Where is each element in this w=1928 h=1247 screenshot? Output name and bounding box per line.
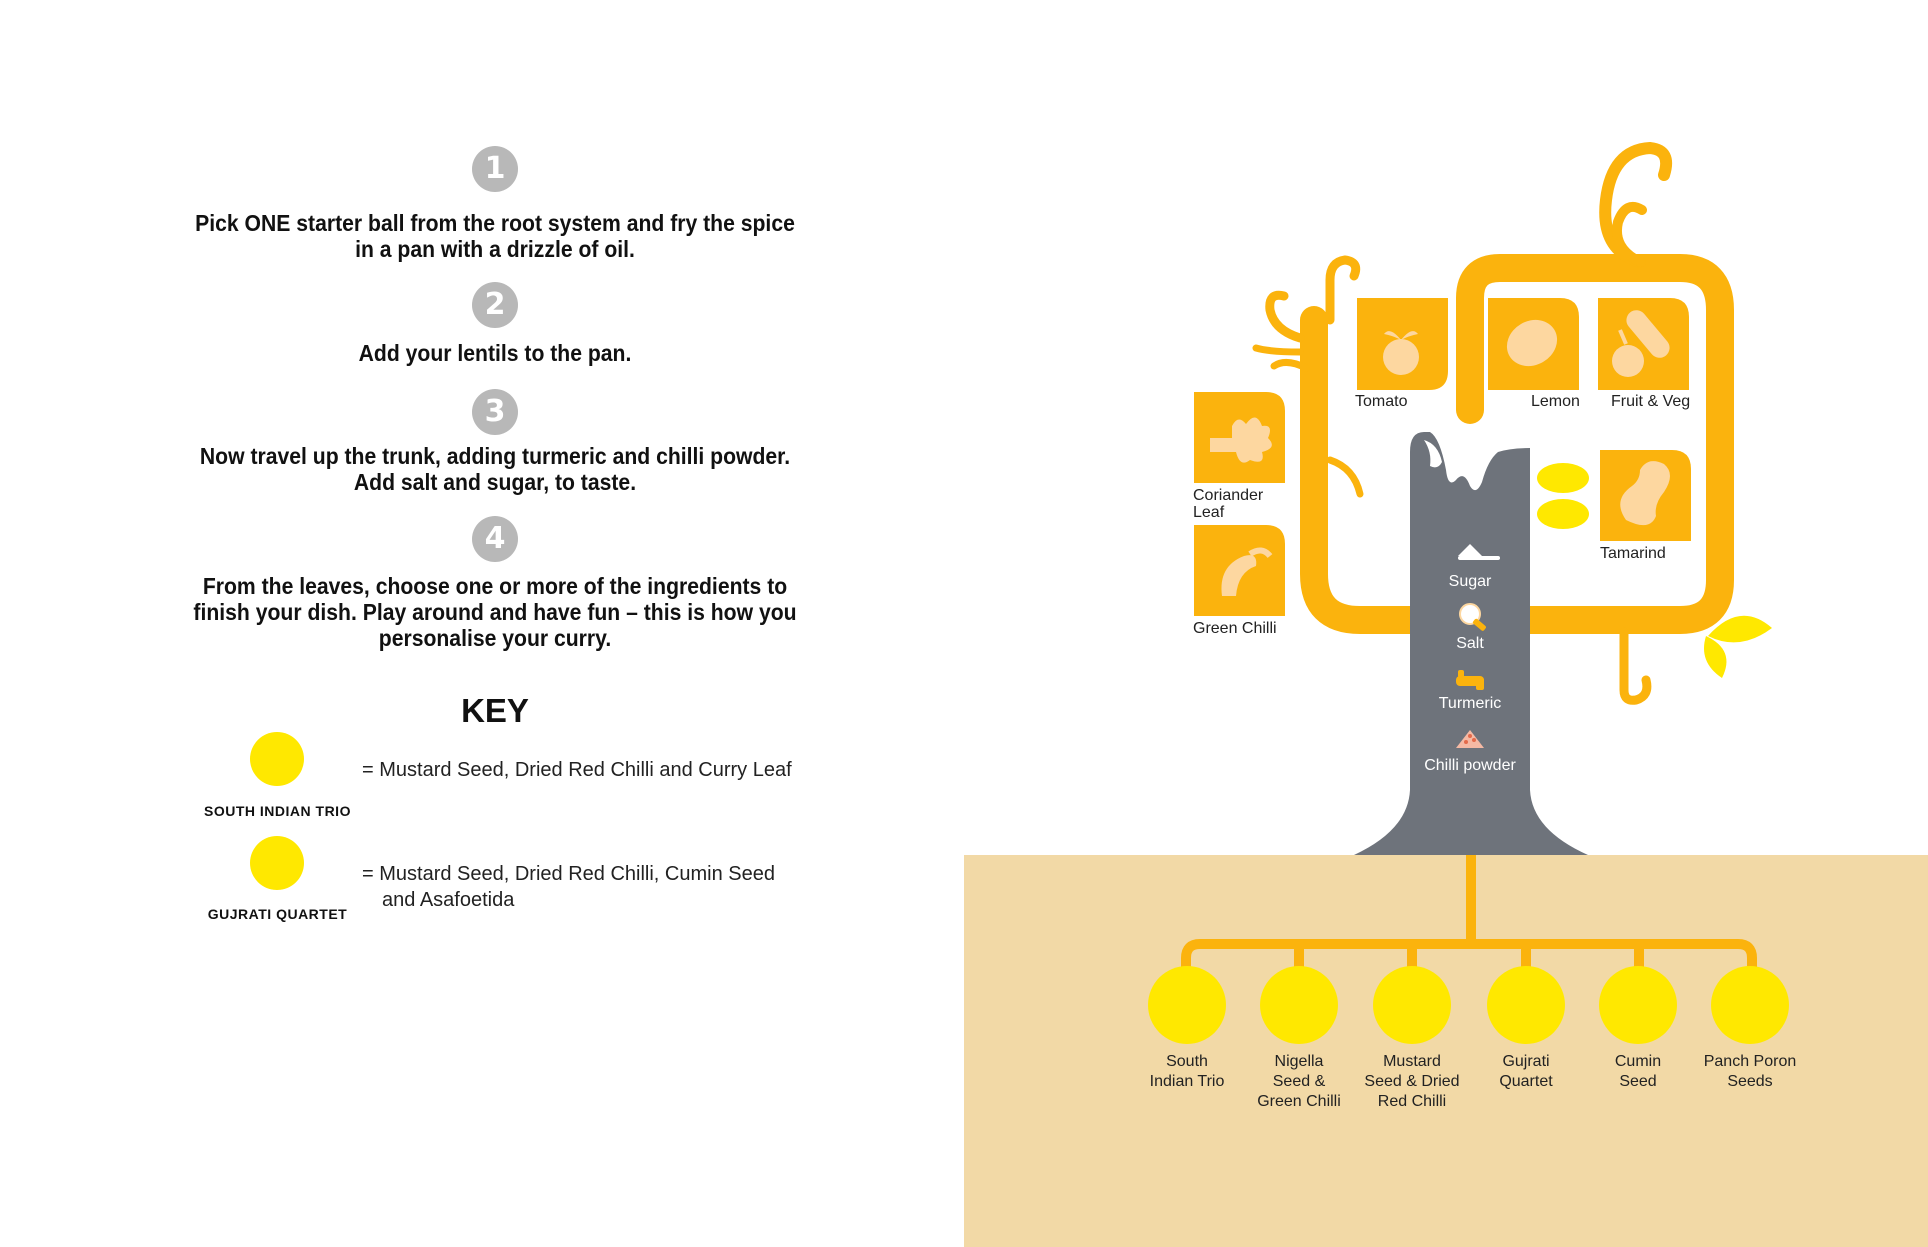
label-root-south-indian-trio: South Indian Trio xyxy=(1122,1052,1252,1092)
root-label-line3: Red Chilli xyxy=(1377,1093,1447,1110)
label-tomato: Tomato xyxy=(1355,393,1408,410)
label-green-chilli: Green Chilli xyxy=(1193,620,1277,637)
step-3-text: Now travel up the trunk, adding turmeric… xyxy=(168,443,821,495)
root-ball-south-indian-trio[interactable] xyxy=(1148,966,1226,1044)
key-desc-line2: and Asafoetida xyxy=(382,889,515,911)
root-label-line1: Cumin xyxy=(1614,1053,1662,1070)
key-desc-line1: = Mustard Seed, Dried Red Chilli, Cumin … xyxy=(362,863,775,885)
root-label-line2: Indian Trio xyxy=(1149,1073,1225,1090)
label-coriander-leaf: Coriander Leaf xyxy=(1193,487,1263,521)
step-1-line1: Pick ONE starter ball from the root syst… xyxy=(195,210,795,236)
branches xyxy=(1252,141,1734,705)
salt-icon xyxy=(1459,603,1486,631)
step-4-number: 4 xyxy=(472,516,518,562)
step-3-line1: Now travel up the trunk, adding turmeric… xyxy=(199,443,791,469)
label-coriander-line2: Leaf xyxy=(1193,504,1225,521)
root-label-line2: Seed xyxy=(1619,1073,1657,1090)
key-name-south-indian-trio: SOUTH INDIAN TRIO xyxy=(204,803,351,819)
root-label-line2: Seeds xyxy=(1727,1073,1773,1090)
label-coriander-line1: Coriander xyxy=(1193,487,1264,504)
step-4-line1: From the leaves, choose one or more of t… xyxy=(202,573,788,599)
step-1-line2: in a pan with a drizzle of oil. xyxy=(355,236,635,262)
root-label-line1: Nigella xyxy=(1274,1053,1324,1070)
root-ball-panch-poron[interactable] xyxy=(1711,966,1789,1044)
step-2-text: Add your lentils to the pan. xyxy=(168,340,821,366)
root-ball-nigella-seed[interactable] xyxy=(1260,966,1338,1044)
key-desc-south-indian-trio: = Mustard Seed, Dried Red Chilli and Cur… xyxy=(362,757,812,783)
label-salt: Salt xyxy=(1456,635,1484,652)
key-dot-gujrati-quartet xyxy=(250,836,304,890)
label-fruit-veg: Fruit & Veg xyxy=(1611,393,1691,410)
label-root-cumin-seed: Cumin Seed xyxy=(1573,1052,1703,1092)
root-label-line2: Quartet xyxy=(1499,1073,1553,1090)
key-dot-south-indian-trio xyxy=(250,732,304,786)
root-label-line3: Green Chilli xyxy=(1257,1093,1341,1110)
label-root-nigella-seed: Nigella Seed & Green Chilli xyxy=(1234,1052,1364,1112)
chilli-powder-icon xyxy=(1456,730,1484,748)
sugar-icon xyxy=(1458,544,1500,560)
ground xyxy=(964,855,1928,1247)
label-tamarind: Tamarind xyxy=(1600,545,1666,562)
key-desc-gujrati-quartet: = Mustard Seed, Dried Red Chilli, Cumin … xyxy=(362,861,812,913)
label-turmeric: Turmeric xyxy=(1438,695,1502,712)
trunk-highlight xyxy=(1424,440,1442,468)
step-2-number: 2 xyxy=(472,282,518,328)
leaf-yellow xyxy=(1704,636,1727,678)
turmeric-icon xyxy=(1456,670,1484,690)
key-name-gujrati-quartet: GUJRATI QUARTET xyxy=(207,906,348,922)
fruit-veg-icon xyxy=(1612,310,1670,377)
key-desc-line1: = Mustard Seed, Dried Red Chilli and Cur… xyxy=(362,759,792,781)
green-chilli-icon xyxy=(1221,547,1273,596)
root-label-line2: Seed & Dried xyxy=(1364,1073,1460,1090)
label-root-panch-poron: Panch Poron Seeds xyxy=(1685,1052,1815,1092)
root-label-line2: Seed & xyxy=(1272,1073,1326,1090)
root-ball-cumin-seed[interactable] xyxy=(1599,966,1677,1044)
root-label-line1: Gujrati xyxy=(1502,1053,1550,1070)
step-1-number: 1 xyxy=(472,146,518,192)
label-root-gujrati-quartet: Gujrati Quartet xyxy=(1461,1052,1591,1092)
step-3-line2: Add salt and sugar, to taste. xyxy=(353,469,637,495)
step-3-number: 3 xyxy=(472,389,518,435)
leaf-yellow xyxy=(1537,463,1589,493)
root-balls xyxy=(1148,966,1789,1044)
step-4-line2: finish your dish. Play around and have f… xyxy=(193,599,797,625)
tree-trunk xyxy=(1354,432,1588,855)
root-ball-mustard-seed[interactable] xyxy=(1373,966,1451,1044)
label-chilli-powder: Chilli powder xyxy=(1424,757,1516,774)
leaf-yellow xyxy=(1537,499,1589,529)
label-lemon: Lemon xyxy=(1531,393,1580,410)
step-2-line1: Add your lentils to the pan. xyxy=(358,340,632,366)
step-4-line3: personalise your curry. xyxy=(378,625,612,651)
key-title: KEY xyxy=(461,692,529,729)
step-1-text: Pick ONE starter ball from the root syst… xyxy=(168,210,821,262)
coriander-icon xyxy=(1210,417,1272,463)
step-4-text: From the leaves, choose one or more of t… xyxy=(168,573,821,651)
root-label-line1: Mustard xyxy=(1383,1053,1441,1070)
tomato-icon xyxy=(1383,331,1419,375)
lemon-icon xyxy=(1506,319,1558,367)
root-label-line1: South xyxy=(1166,1053,1208,1070)
label-sugar: Sugar xyxy=(1448,573,1492,590)
root-ball-gujrati-quartet[interactable] xyxy=(1487,966,1565,1044)
leaf-yellow xyxy=(1708,615,1772,643)
root-label-line1: Panch Poron xyxy=(1703,1053,1797,1070)
tamarind-icon xyxy=(1620,461,1670,526)
label-root-mustard-seed: Mustard Seed & Dried Red Chilli xyxy=(1347,1052,1477,1112)
